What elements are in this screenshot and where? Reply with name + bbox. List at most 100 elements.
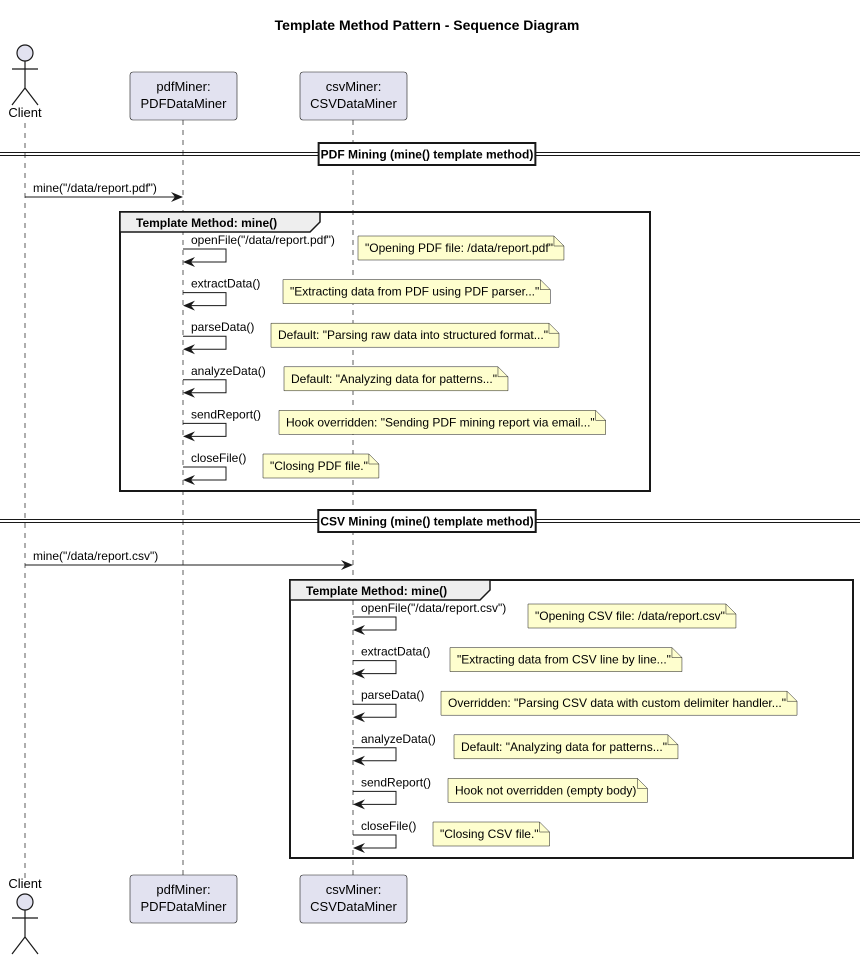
participant-pdf-bottom: pdfMiner: PDFDataMiner xyxy=(129,874,238,924)
method-label: sendReport() xyxy=(361,775,431,789)
self-message-arrow xyxy=(353,834,397,849)
self-message-arrow xyxy=(353,747,397,762)
diagram-title: Template Method Pattern - Sequence Diagr… xyxy=(275,17,580,33)
note-box xyxy=(447,778,648,803)
note-text: Default: "Analyzing data for patterns...… xyxy=(461,740,667,754)
note-box xyxy=(270,322,560,348)
arrowhead xyxy=(183,300,195,311)
participant-csv-bottom: csvMiner:CSVDataMiner xyxy=(299,874,408,924)
note-text: "Closing CSV file." xyxy=(440,827,539,841)
participant-label: PDFDataMiner xyxy=(141,96,228,111)
arrowhead xyxy=(183,431,195,442)
participant-label: pdfMiner: xyxy=(156,882,210,897)
note-text: "Closing PDF file." xyxy=(270,459,368,473)
participant-label: CSVDataMiner xyxy=(310,899,397,914)
note-fold xyxy=(548,323,559,334)
note-fold xyxy=(725,604,736,615)
step-1: extractData() "Extracting data from PDF u… xyxy=(183,277,551,311)
step-1: extractData()"Extracting data from CSV l… xyxy=(353,645,683,679)
fragment-tab xyxy=(119,211,321,233)
actor-head xyxy=(16,893,34,911)
note-box xyxy=(282,279,551,304)
participant-label: csvMiner: xyxy=(326,79,382,94)
arrowhead xyxy=(353,799,365,810)
note-fold xyxy=(667,734,678,746)
arrowhead xyxy=(353,668,365,679)
method-label: openFile("/data/report.pdf") xyxy=(191,233,335,247)
method-label: openFile("/data/report.csv") xyxy=(361,601,506,615)
method-label: analyzeData() xyxy=(191,364,266,378)
note-box xyxy=(283,366,509,392)
participant-label: Client xyxy=(8,876,42,891)
self-message-arrow xyxy=(353,616,397,631)
arrowhead xyxy=(183,257,195,267)
message-label: mine("/data/report.csv") xyxy=(33,549,158,563)
note-fold xyxy=(671,647,682,658)
arrowhead xyxy=(353,843,365,853)
note-fold xyxy=(497,366,508,378)
step-0: openFile("/data/report.csv") "Opening CSV… xyxy=(353,601,737,635)
note-fold xyxy=(595,410,606,421)
section-pdf: PDF Mining (mine() template method)mine(… xyxy=(0,142,860,492)
message-label: mine("/data/report.pdf") xyxy=(33,181,157,195)
fragment-label: Template Method: mine() xyxy=(306,584,447,598)
participants: ClientClientpdfMiner:PDFDataMinerpdfMine… xyxy=(8,44,408,955)
self-message-arrow xyxy=(183,248,227,263)
participant-box xyxy=(299,874,408,924)
step-2: parseData()Overridden: "Parsing CSV data… xyxy=(353,688,798,723)
note-fold xyxy=(539,822,550,833)
step-5: closeFile() "Closing PDF file." xyxy=(183,451,380,485)
method-label: analyzeData() xyxy=(361,732,436,746)
self-message-arrow xyxy=(183,379,227,394)
method-label: closeFile() xyxy=(191,451,246,465)
note-text: Default: "Parsing raw data into structur… xyxy=(278,328,548,342)
note-box xyxy=(432,821,550,847)
note-text: Hook not overridden (empty body) xyxy=(455,783,636,797)
note-text: Default: "Analyzing data for patterns...… xyxy=(291,372,497,386)
note-text: "Opening PDF file: /data/report.pdf" xyxy=(365,241,553,255)
arrowhead xyxy=(183,387,195,398)
self-message-arrow xyxy=(353,660,397,675)
participant-label: PDFDataMiner xyxy=(141,899,228,914)
sections: PDF Mining (mine() template method)mine(… xyxy=(0,142,860,859)
note-text: "Opening CSV file: /data/report.csv" xyxy=(535,609,725,623)
step-3: analyzeData() Default: "Analyzing data fo… xyxy=(353,732,679,766)
participant-client-bottom: Client xyxy=(8,876,42,955)
self-message-arrow xyxy=(183,292,227,307)
participant-box xyxy=(299,71,408,121)
method-label: extractData() xyxy=(191,277,260,291)
lifelines xyxy=(24,120,354,893)
method-label: parseData() xyxy=(361,688,424,702)
step-5: closeFile()"Closing CSV file." xyxy=(353,819,550,853)
arrowhead xyxy=(353,712,365,723)
fragment-tab xyxy=(289,579,491,601)
participant-label: pdfMiner: xyxy=(156,79,210,94)
step-4: sendReport()Hook overridden: "Sending PD… xyxy=(183,407,606,442)
divider-label: CSV Mining (mine() template method) xyxy=(320,515,533,529)
arrowhead xyxy=(183,475,195,485)
actor-leg-right xyxy=(24,936,39,955)
step-4: sendReport() Hook not overridden (empty b… xyxy=(353,775,648,810)
participant-label: CSVDataMiner xyxy=(310,96,397,111)
note-fold xyxy=(786,691,798,702)
participant-box xyxy=(129,71,238,121)
note-box xyxy=(527,603,737,629)
note-box xyxy=(453,734,679,760)
divider-box xyxy=(317,509,537,533)
step-0: openFile("/data/report.pdf") "Opening PDF… xyxy=(183,233,565,267)
note-text: "Extracting data from PDF using PDF pars… xyxy=(290,285,539,299)
note-fold xyxy=(637,778,648,789)
participant-csv-top: csvMiner: CSVDataMiner xyxy=(299,71,408,121)
self-message-arrow xyxy=(353,790,397,805)
fragment-label: Template Method: mine() xyxy=(136,216,277,230)
actor-leg-left xyxy=(11,936,26,955)
note-box xyxy=(449,647,683,672)
participant-label: Client xyxy=(8,105,42,120)
note-box xyxy=(278,410,606,435)
fragment-box xyxy=(289,579,854,859)
self-message-arrow xyxy=(183,466,227,481)
fragment-box xyxy=(119,211,651,492)
participant-client-top: Client xyxy=(8,44,42,120)
arrowhead xyxy=(183,344,195,355)
self-message-arrow xyxy=(353,703,397,718)
